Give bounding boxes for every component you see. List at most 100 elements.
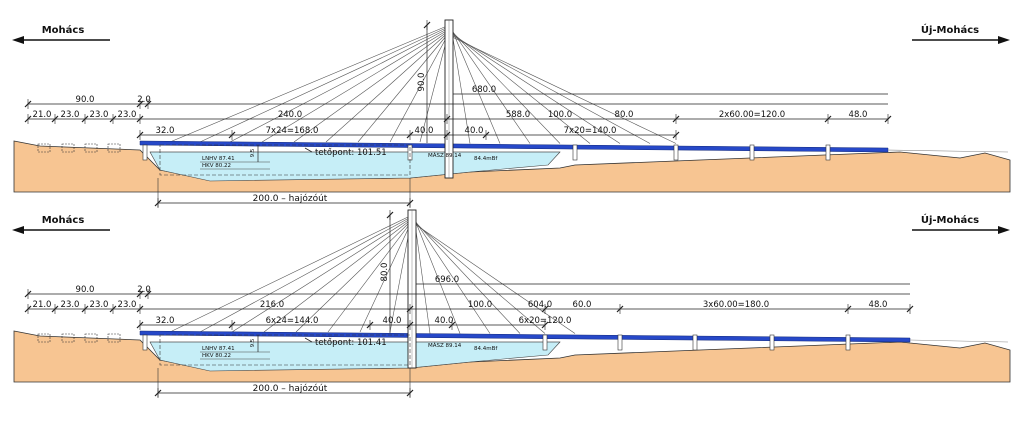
dim-label: 2x60.00=120.0 <box>719 110 785 120</box>
approach-pier <box>107 143 121 153</box>
arrow-right-icon <box>998 36 1010 44</box>
stay-cable <box>413 220 521 334</box>
dim-label: 40.0 <box>465 126 484 136</box>
arrow-right-icon <box>998 226 1010 234</box>
stay-cable <box>450 27 501 144</box>
clearance-label: 9.5 <box>250 338 256 347</box>
pylon-height-label: 80.0 <box>380 263 390 282</box>
clearance-label: 9.5 <box>250 148 256 157</box>
dim-label: 80.0 <box>615 110 634 120</box>
stay-cable <box>413 215 431 334</box>
stay-cable <box>263 220 411 333</box>
hkv-label: HKV 80.22 <box>202 163 231 169</box>
tetopont-leader <box>304 337 313 343</box>
approach-pier <box>84 143 98 153</box>
stay-cable <box>450 25 471 144</box>
tetopont-label: tetőpont: 101.51 <box>315 148 387 158</box>
dim-label: 40.0 <box>435 316 454 326</box>
dim-label: 48.0 <box>869 300 888 310</box>
approach-pier <box>37 143 51 153</box>
dim-label: 6x20=120.0 <box>519 316 572 326</box>
dim-label: 588.0 <box>506 110 530 120</box>
dim-label: 216.0 <box>260 300 284 310</box>
dim-label: 100.0 <box>468 300 492 310</box>
masz-label: MÁSZ 89.14 <box>428 152 462 159</box>
stay-cable <box>169 25 448 143</box>
dim-label: 7x20=140.0 <box>564 126 617 136</box>
dim-label: 21.0 <box>33 110 52 120</box>
stay-cable <box>229 28 448 143</box>
approach-pier <box>107 333 121 343</box>
stay-cable <box>450 30 561 144</box>
total-length-label: 680.0 <box>472 85 496 95</box>
lnhv-label: LNHV 87.41 <box>202 156 235 162</box>
pier <box>673 144 679 161</box>
dim-label: 21.0 <box>33 300 52 310</box>
approach-pier <box>61 333 75 343</box>
stay-cable <box>413 217 461 334</box>
embankment-line <box>887 149 1009 153</box>
tetopont-leader <box>304 147 313 153</box>
dim-label: 90.0 <box>76 95 95 105</box>
stay-cable <box>327 223 411 333</box>
stay-cable <box>359 224 411 333</box>
navigation-clearance-box <box>159 334 411 366</box>
arrow-left-icon <box>12 36 24 44</box>
dim-label: 48.0 <box>849 110 868 120</box>
soil-profile <box>13 140 1011 193</box>
dim-label: 40.0 <box>415 126 434 136</box>
approach-pier <box>61 143 75 153</box>
town-right-label: Új-Mohács <box>921 23 979 36</box>
stay-cable <box>261 30 448 143</box>
pier <box>572 144 578 161</box>
dim-label: 240.0 <box>278 110 302 120</box>
stay-cable <box>231 218 411 333</box>
dim-label: 23.0 <box>118 300 137 310</box>
pier <box>542 334 548 351</box>
navigation-clearance-box <box>159 144 411 176</box>
stay-cable <box>169 215 411 333</box>
approach-pier <box>84 333 98 343</box>
approach-pier <box>37 333 51 343</box>
hkv-label: HKV 80.22 <box>202 353 231 359</box>
dim-label: 60.0 <box>573 300 592 310</box>
bridge-deck <box>139 330 911 343</box>
stay-cable <box>450 34 651 144</box>
stay-cable <box>199 217 411 333</box>
total-length-label: 696.0 <box>435 275 459 285</box>
lnhv-label: LNHV 87.41 <box>202 346 235 352</box>
pier <box>617 334 623 351</box>
dim-label: 6x24=144.0 <box>266 316 319 326</box>
dim-label: 3x60.00=180.0 <box>703 300 769 310</box>
pier <box>142 334 148 351</box>
dim-label: 100.0 <box>548 110 572 120</box>
stay-cable <box>295 221 411 333</box>
dim-label: 40.0 <box>383 316 402 326</box>
fairway-label: 200.0 – hajózóút <box>253 383 328 394</box>
dim-label: 32.0 <box>156 316 175 326</box>
stay-cable <box>413 223 576 334</box>
underwater-elevation-label: 84.4mBf <box>474 346 498 352</box>
town-left-label: Mohács <box>42 214 85 226</box>
pylon-height-label: 90.0 <box>417 73 427 92</box>
dim-label: 23.0 <box>90 110 109 120</box>
underwater-elevation-label: 84.4mBf <box>474 156 498 162</box>
pier <box>692 334 698 351</box>
fairway-label: 200.0 – hajózóút <box>253 193 328 204</box>
dim-label: 23.0 <box>90 300 109 310</box>
town-left-label: Mohács <box>42 24 85 36</box>
pier <box>749 144 755 161</box>
pier <box>845 334 851 351</box>
town-right-label: Új-Mohács <box>921 213 979 226</box>
stay-cable <box>450 28 531 144</box>
bridge-deck <box>139 140 889 153</box>
pier <box>142 144 148 161</box>
dim-label: 7x24=168.0 <box>266 126 319 136</box>
stay-cable <box>450 31 591 144</box>
pier <box>825 144 831 161</box>
river-water <box>149 151 561 182</box>
arrow-left-icon <box>12 226 24 234</box>
